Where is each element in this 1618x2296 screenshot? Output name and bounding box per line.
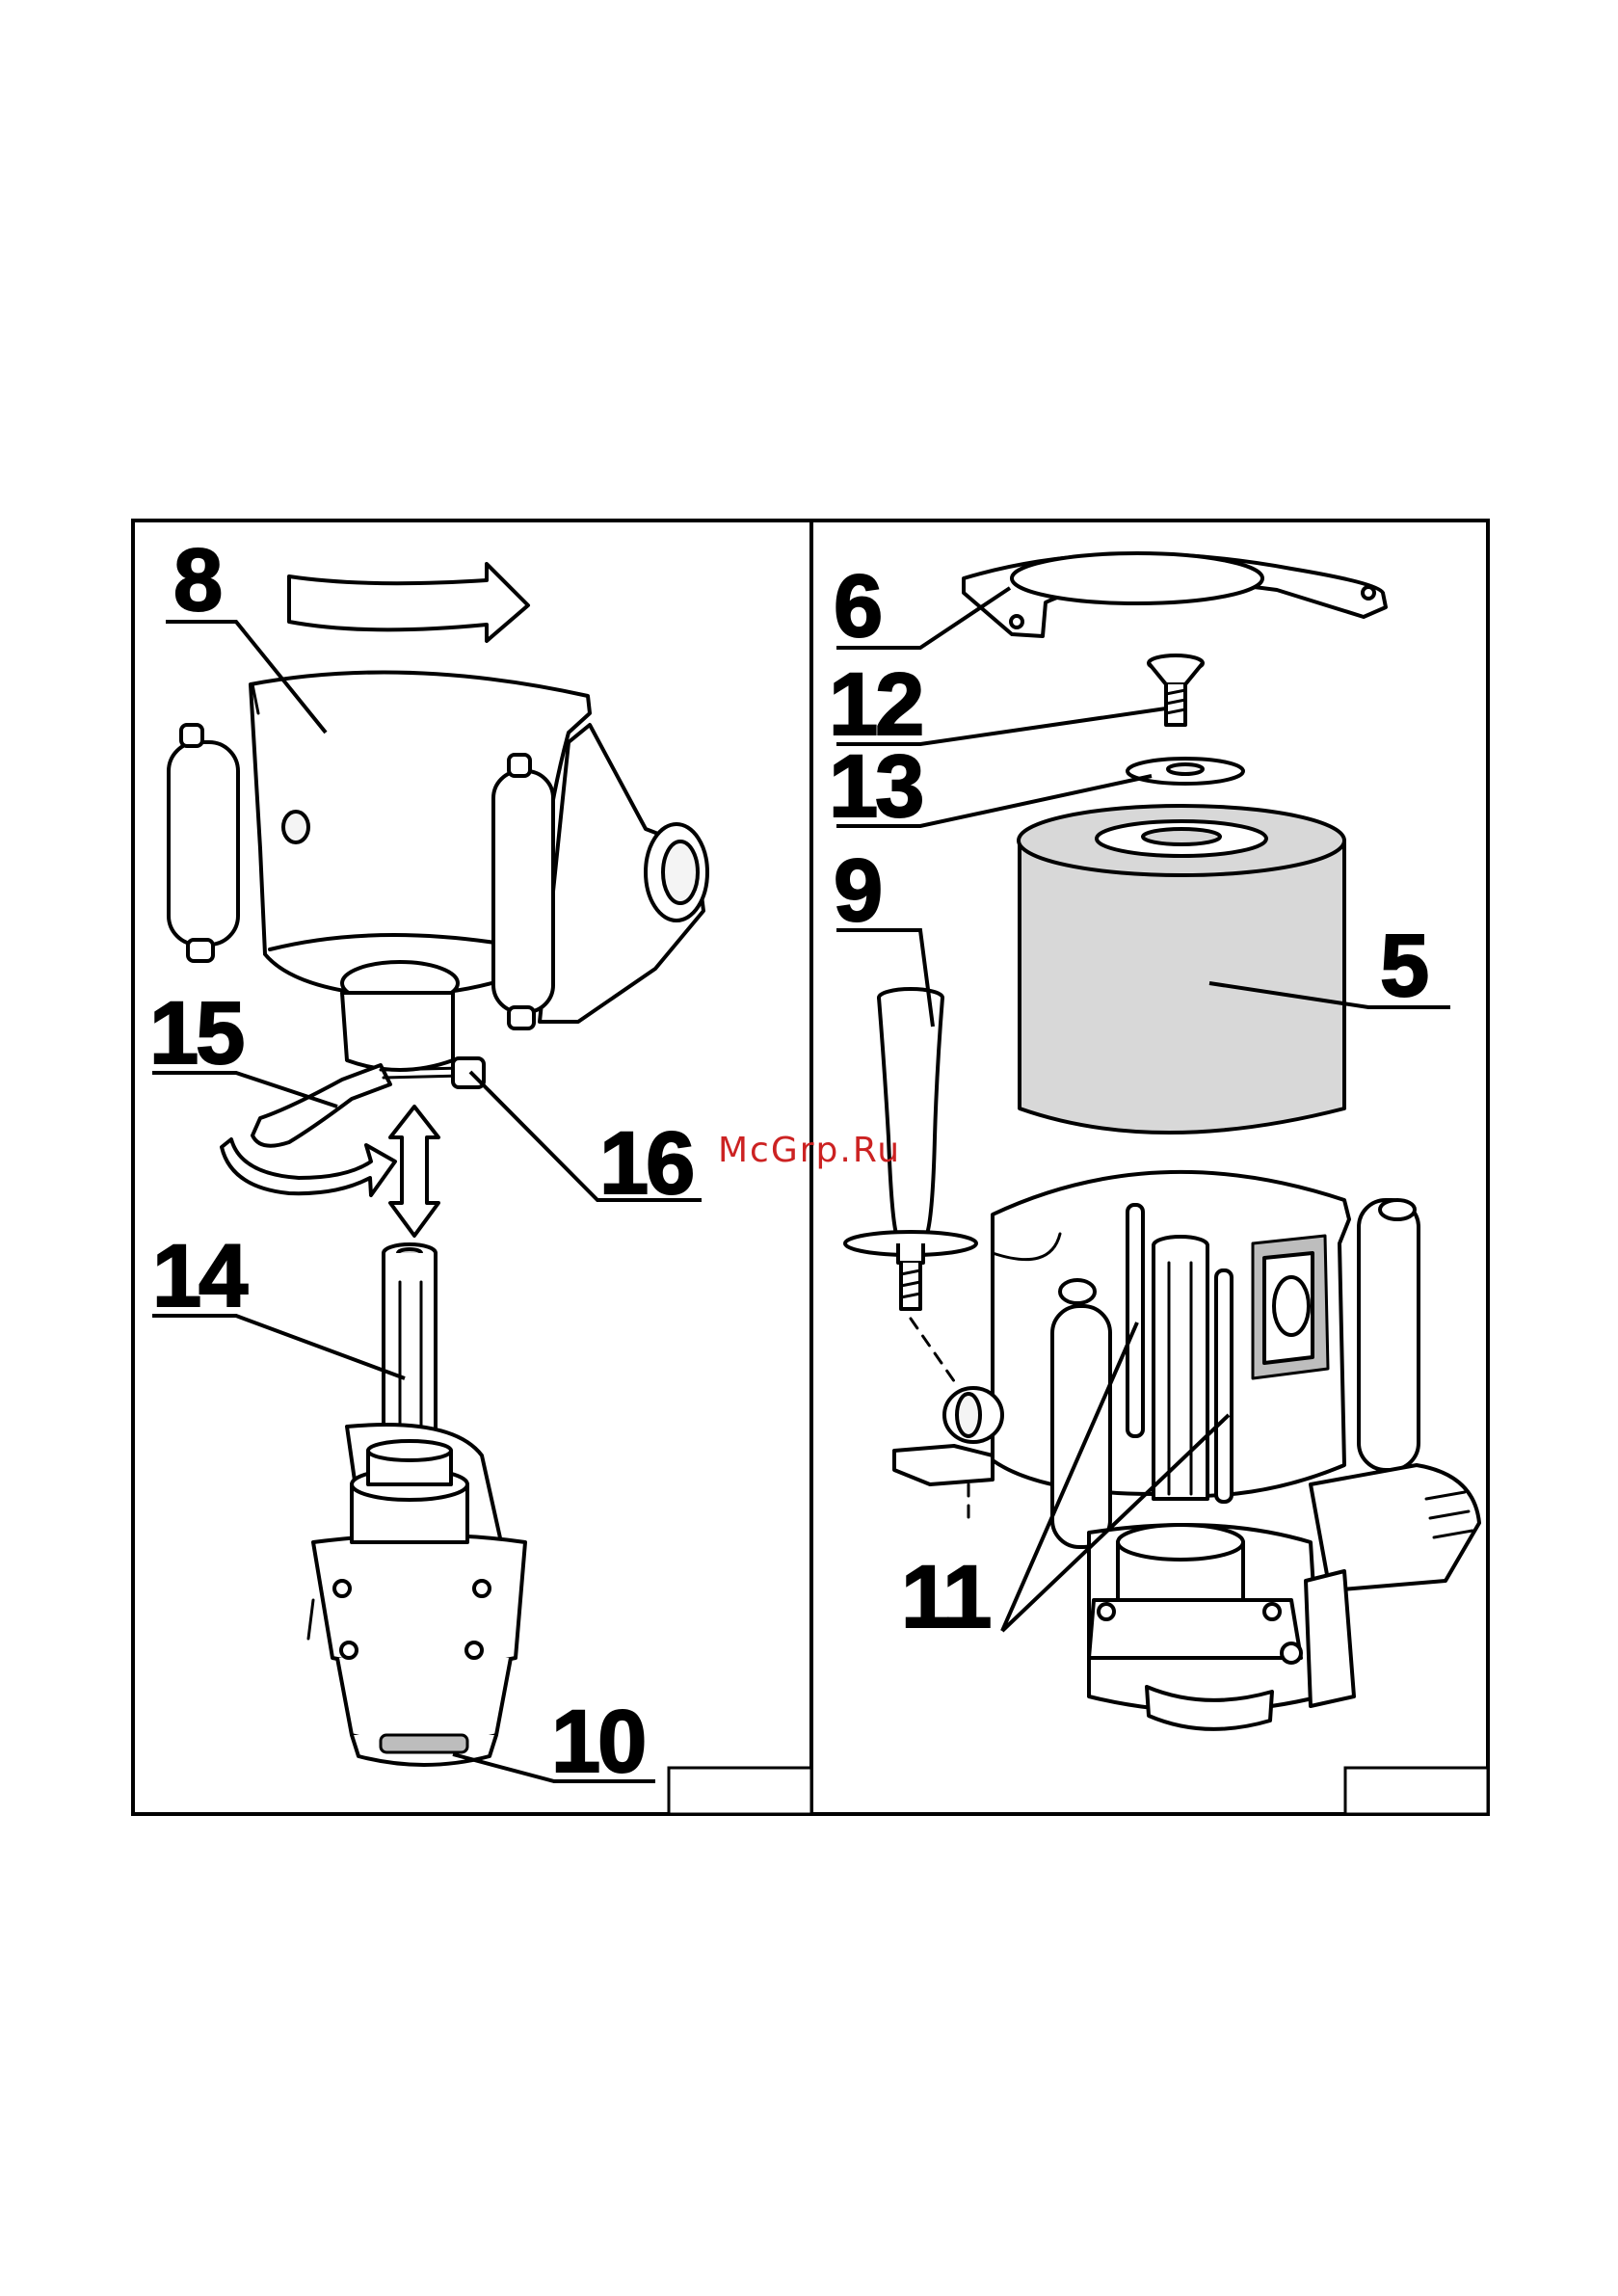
right-figure-tab — [1345, 1768, 1488, 1814]
label-16: 16 — [599, 1114, 692, 1213]
rotation-arrow-lever — [222, 1139, 395, 1195]
countersunk-screw — [1149, 655, 1203, 725]
rotation-arrow-top — [289, 564, 528, 641]
up-down-arrow — [390, 1107, 438, 1236]
label-13: 13 — [829, 737, 921, 836]
label-11: 11 — [901, 1548, 990, 1646]
spindle-adapter — [384, 1244, 436, 1451]
label-8: 8 — [173, 531, 221, 629]
side-handle — [845, 989, 976, 1388]
hood-hole — [283, 812, 308, 842]
left-figure-tab — [669, 1768, 811, 1814]
hood-slot-right — [1216, 1270, 1232, 1502]
top-cover — [964, 553, 1386, 636]
dust-hood — [169, 673, 707, 1071]
label-6: 6 — [834, 557, 880, 655]
filter-cartridge — [1019, 806, 1344, 1133]
right-roller — [493, 771, 553, 1012]
angle-grinder-left — [308, 1425, 525, 1765]
label-15: 15 — [149, 984, 243, 1082]
hood-slot-left — [1127, 1205, 1143, 1436]
label-9: 9 — [834, 841, 880, 940]
angle-grinder-right — [1089, 1465, 1479, 1729]
label-5: 5 — [1380, 917, 1427, 1015]
right-panel: 6 12 13 9 5 11 — [829, 553, 1479, 1729]
clamp-lever — [252, 1065, 390, 1146]
washer — [1127, 759, 1243, 784]
label-10: 10 — [551, 1693, 644, 1791]
watermark: McGrp.Ru — [718, 1131, 901, 1170]
left-roller — [169, 742, 238, 945]
left-panel: 8 15 16 14 10 — [149, 531, 707, 1791]
label-14: 14 — [152, 1227, 248, 1325]
